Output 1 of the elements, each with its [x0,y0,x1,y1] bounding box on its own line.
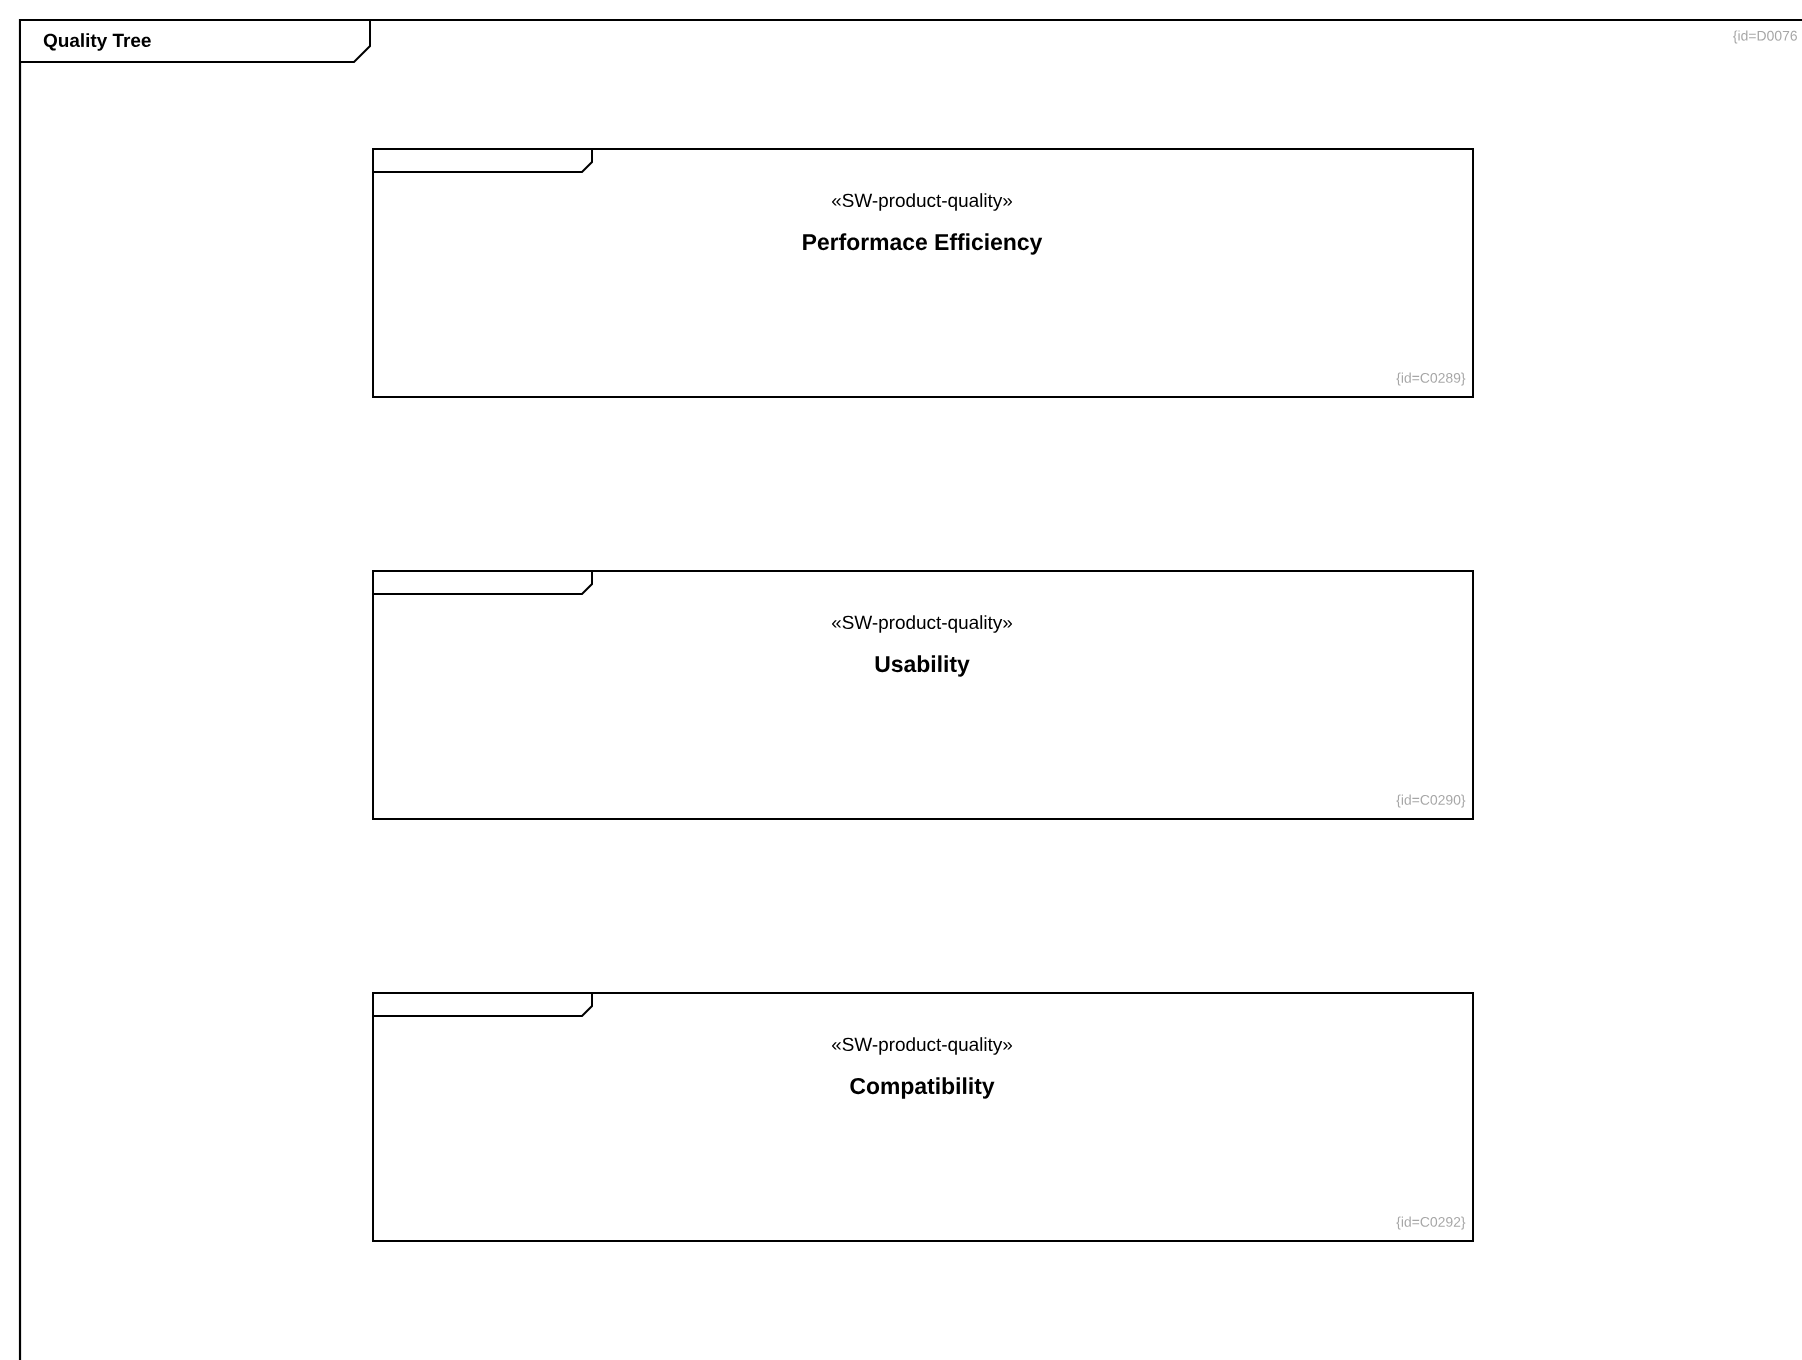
frame-tab: Quality Tree [19,19,371,63]
